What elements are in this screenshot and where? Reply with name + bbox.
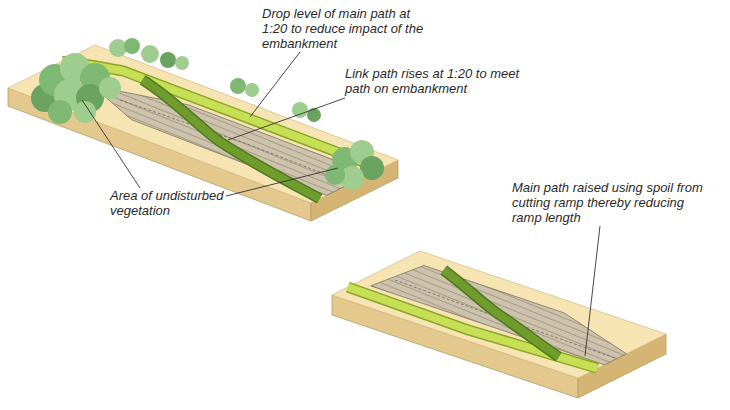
- link-path: [444, 270, 559, 357]
- block-top-face: [332, 251, 666, 378]
- shrub: [175, 56, 189, 70]
- main-path-edge: [62, 61, 381, 168]
- leader-line: [82, 100, 140, 188]
- callout-text: Link path rises at 1:20 to meet path on …: [345, 66, 523, 96]
- link-path-edge: [444, 270, 559, 357]
- right-block: [332, 251, 666, 398]
- shrub: [292, 102, 308, 118]
- shrub: [99, 77, 121, 99]
- vegetation: [31, 38, 384, 190]
- cutting-slope: [371, 266, 627, 365]
- leader-line: [228, 98, 345, 140]
- shrub: [307, 108, 321, 122]
- callout-text: Drop level of main path at 1:20 to reduc…: [262, 6, 427, 51]
- leader-line: [585, 226, 600, 356]
- shrub: [325, 165, 345, 185]
- main-path: [62, 61, 381, 168]
- left-block: [8, 38, 398, 221]
- callout-text: Main path raised using spoil from cuttin…: [512, 180, 707, 225]
- shrub: [230, 78, 246, 94]
- block-top-face: [8, 45, 398, 203]
- leader-line: [226, 168, 338, 196]
- shrub: [245, 83, 259, 97]
- leader-line: [250, 52, 300, 117]
- shrub: [160, 52, 176, 68]
- callout-text: Area of undisturbed vegetation: [110, 188, 228, 218]
- shrub: [141, 45, 159, 63]
- shrub: [48, 100, 72, 124]
- shrub: [124, 38, 140, 54]
